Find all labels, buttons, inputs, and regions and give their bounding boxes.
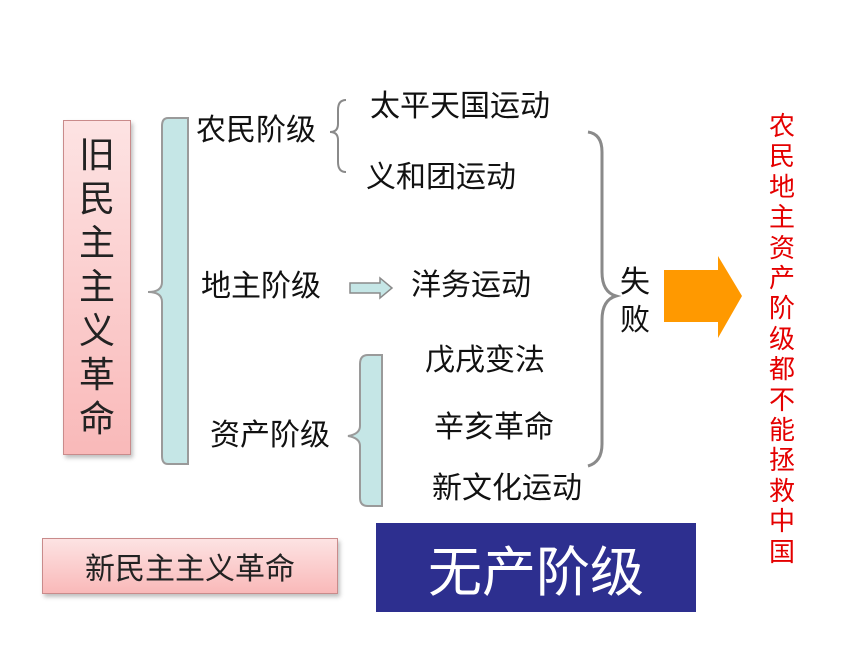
failure-char: 失 [620, 265, 650, 300]
conclusion-char: 能 [768, 416, 795, 447]
failure-char: 败 [620, 303, 650, 338]
conclusion-char: 救 [768, 476, 795, 507]
conclusion-char: 阶 [768, 294, 795, 325]
old-rev-char: 旧 [78, 134, 115, 176]
conclusion-char: 中 [768, 507, 795, 538]
conclusion-text: 农 民 地 主 资 产 阶 级 都 不 能 拯 救 中 国 [764, 112, 800, 568]
movement-westernization: 洋务运动 [411, 268, 531, 303]
conclusion-char: 都 [768, 355, 795, 386]
bourgeois-class-label: 资产阶级 [210, 418, 330, 453]
conclusion-char: 民 [768, 142, 795, 173]
orange-arrow-icon [664, 256, 742, 338]
conclusion-char: 级 [768, 324, 795, 355]
movement-reform1898: 戊戌变法 [425, 343, 545, 378]
bourgeois-bracket [347, 354, 383, 507]
movement-new-culture: 新文化运动 [432, 471, 582, 506]
peasant-class-label: 农民阶级 [196, 113, 316, 148]
new-revolution-label: 新民主主义革命 [85, 552, 295, 587]
peasant-brace [329, 99, 347, 173]
big-left-bracket [147, 117, 189, 465]
conclusion-char: 资 [768, 233, 795, 264]
failure-label: 失 败 [620, 264, 650, 340]
conclusion-char: 国 [768, 537, 795, 568]
conclusion-char: 地 [768, 172, 795, 203]
conclusion-char: 农 [768, 112, 795, 142]
hollow-arrow-icon [349, 276, 394, 300]
old-rev-char: 民 [78, 178, 115, 220]
proletariat-label: 无产阶级 [428, 541, 644, 604]
landlord-class-label: 地主阶级 [201, 269, 321, 304]
old-democratic-revolution-box: 旧 民 主 主 义 革 命 [63, 120, 131, 455]
right-brace [587, 130, 622, 468]
conclusion-char: 主 [768, 203, 795, 234]
old-rev-char: 义 [78, 310, 115, 352]
movement-taiping: 太平天国运动 [370, 89, 550, 124]
proletariat-box: 无产阶级 [376, 523, 696, 612]
old-rev-char: 命 [78, 398, 115, 440]
conclusion-char: 产 [768, 264, 795, 295]
old-rev-char: 主 [78, 222, 115, 264]
new-democratic-revolution-box: 新民主主义革命 [42, 538, 338, 594]
old-rev-char: 革 [78, 354, 115, 396]
conclusion-char: 拯 [768, 446, 795, 477]
conclusion-char: 不 [768, 385, 795, 416]
movement-xinhai: 辛亥革命 [434, 410, 554, 445]
movement-boxer: 义和团运动 [366, 160, 516, 195]
old-rev-char: 主 [78, 266, 115, 308]
